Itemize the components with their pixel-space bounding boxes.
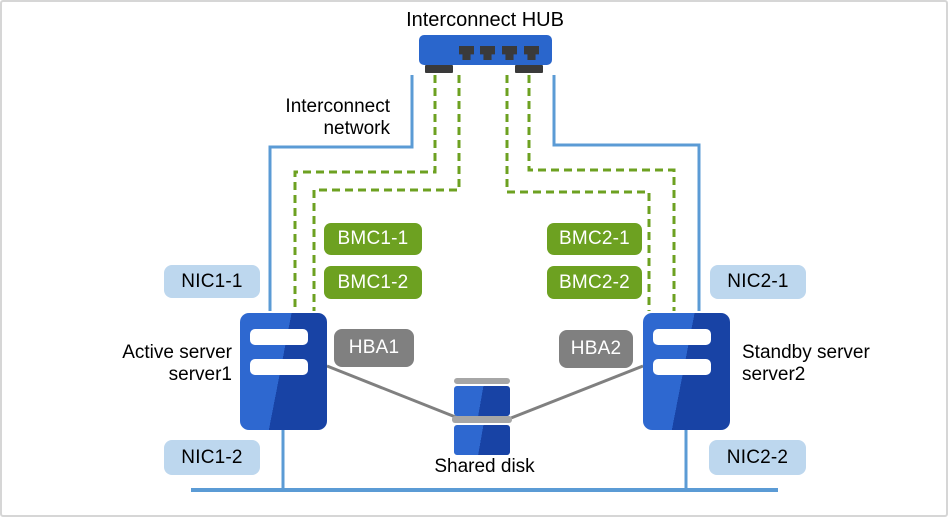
disk-bar bbox=[454, 378, 510, 384]
hub-foot bbox=[425, 65, 453, 73]
server-slot bbox=[250, 359, 308, 375]
hba-link-right bbox=[510, 364, 644, 420]
nic2-2-badge: NIC2-2 bbox=[709, 440, 806, 475]
disk-box bbox=[454, 386, 510, 416]
hub-port-icon bbox=[480, 46, 495, 60]
hba2-badge: HBA2 bbox=[559, 330, 633, 368]
bmc2-2-badge: BMC2-2 bbox=[547, 266, 642, 299]
bmc-link-1-1 bbox=[293, 75, 437, 311]
active-server-role: Active server bbox=[122, 342, 232, 363]
hub-port-icon bbox=[502, 46, 517, 60]
active-server-label: Active server server1 bbox=[60, 342, 232, 386]
interconnect-line-right bbox=[552, 75, 701, 311]
bmc1-2-badge: BMC1-2 bbox=[324, 266, 422, 299]
disk-bar bbox=[452, 416, 512, 423]
nic1-1-badge: NIC1-1 bbox=[164, 265, 260, 298]
nic2-1-badge: NIC2-1 bbox=[710, 265, 806, 299]
shared-disk-icon bbox=[452, 378, 512, 455]
interconnect-network-label: Interconnect network bbox=[242, 96, 390, 140]
hub-foot bbox=[515, 65, 543, 73]
hub-port-icon bbox=[524, 46, 539, 60]
server2-icon bbox=[643, 313, 730, 430]
bmc-link-1-2 bbox=[312, 75, 461, 311]
interconnect-hub-title: Interconnect HUB bbox=[406, 9, 564, 31]
hba1-badge: HBA1 bbox=[334, 329, 414, 367]
interconnect-network-label-line1: Interconnect bbox=[285, 96, 390, 117]
hub-port-icon bbox=[459, 46, 474, 60]
server1-icon bbox=[240, 313, 327, 430]
shared-disk-label: Shared disk bbox=[434, 456, 535, 477]
active-server-name: server1 bbox=[168, 364, 232, 385]
hub-icon bbox=[419, 35, 552, 65]
interconnect-network-label-line2: network bbox=[323, 118, 390, 139]
server-slot bbox=[250, 329, 308, 345]
standby-server-label: Standby server server2 bbox=[742, 342, 927, 386]
nic1-2-badge: NIC1-2 bbox=[164, 440, 260, 475]
disk-box bbox=[454, 425, 510, 455]
server-slot bbox=[653, 329, 711, 345]
standby-server-role: Standby server bbox=[742, 342, 870, 363]
server-slot bbox=[653, 359, 711, 375]
bmc1-1-badge: BMC1-1 bbox=[324, 223, 422, 255]
interconnect-line-left bbox=[268, 75, 414, 311]
hba-link-left bbox=[326, 364, 459, 420]
bmc-link-2-1 bbox=[505, 75, 651, 311]
standby-server-name: server2 bbox=[742, 364, 806, 385]
bmc2-1-badge: BMC2-1 bbox=[547, 223, 642, 255]
